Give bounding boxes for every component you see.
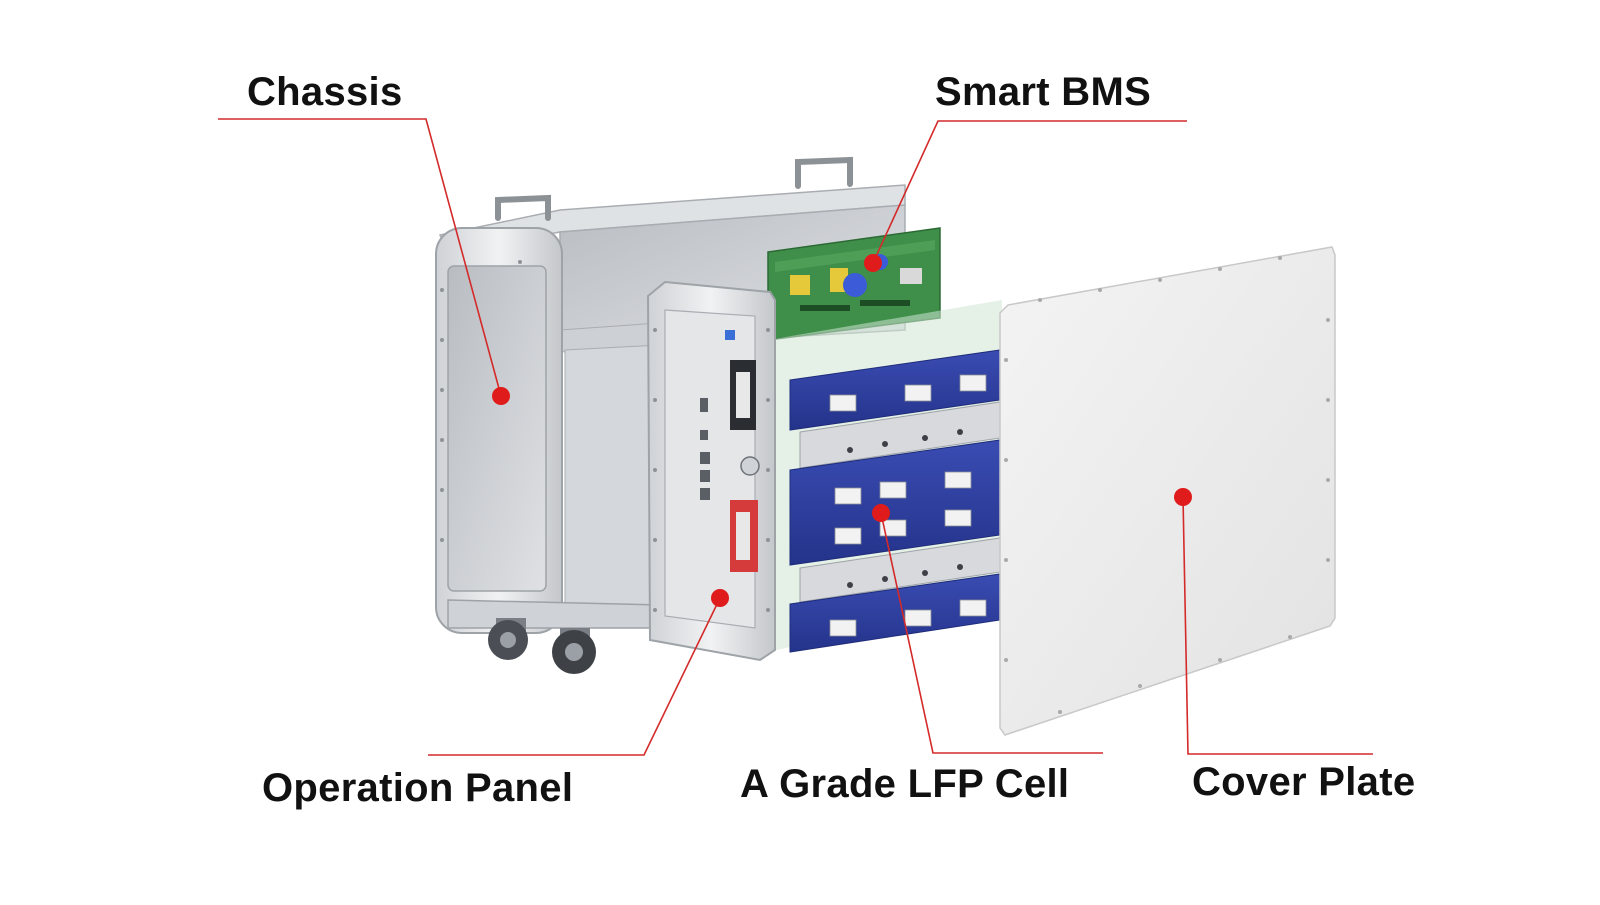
screw-icon bbox=[653, 328, 770, 612]
leader-line-operation-panel bbox=[428, 597, 721, 756]
label-operation-panel: Operation Panel bbox=[262, 766, 574, 810]
leader-line-lfp-cell bbox=[880, 512, 1103, 754]
label-smart-bms: Smart BMS bbox=[935, 70, 1152, 114]
leader-line-chassis bbox=[218, 118, 502, 397]
handle-icon bbox=[495, 156, 853, 221]
marker-dot-cover-plate bbox=[1174, 488, 1192, 506]
label-lfp-cell: A Grade LFP Cell bbox=[740, 762, 1070, 806]
leader-lines bbox=[218, 118, 1373, 756]
bms-board-part bbox=[767, 227, 941, 341]
terminal-icon bbox=[829, 374, 987, 637]
cover-plate-part bbox=[999, 246, 1336, 736]
lfp-cell-stack-part bbox=[768, 300, 1002, 653]
marker-dot-smart-bms bbox=[864, 254, 882, 272]
marker-dots bbox=[492, 254, 1192, 607]
label-cover-plate: Cover Plate bbox=[1192, 760, 1416, 804]
marker-dot-chassis bbox=[492, 387, 510, 405]
operation-panel-part bbox=[646, 280, 776, 662]
leader-line-smart-bms bbox=[872, 120, 1187, 264]
wheel-icon bbox=[488, 618, 596, 674]
marker-dot-operation-panel bbox=[711, 589, 729, 607]
leader-line-cover-plate bbox=[1182, 496, 1373, 755]
label-chassis: Chassis bbox=[247, 70, 403, 114]
marker-dot-lfp-cell bbox=[872, 504, 890, 522]
